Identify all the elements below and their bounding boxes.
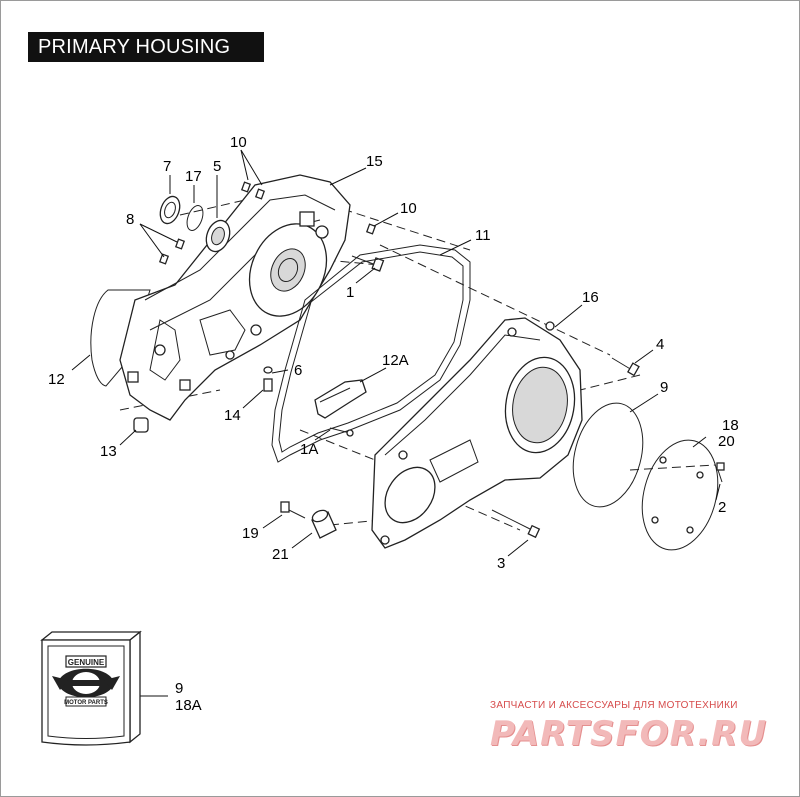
callout-8: 8: [126, 211, 134, 228]
bolt-19: [280, 501, 306, 519]
bearing-seal-stack: [159, 195, 231, 253]
callout-3: 3: [497, 555, 505, 572]
gasket-kit-callout: 9 18A: [175, 680, 202, 714]
callout-2: 2: [718, 499, 726, 516]
callout-1A: 1A: [300, 441, 318, 458]
watermark-brand: PARTSFOR.RU: [490, 714, 768, 754]
gasket-kit-callout-9: 9: [175, 680, 184, 697]
callout-17: 17: [185, 168, 202, 185]
screw-4: [611, 357, 640, 377]
spacer-21: [311, 509, 337, 539]
dowel-pins: [158, 181, 377, 265]
callout-10b: 10: [400, 200, 417, 217]
stud-14: [263, 366, 273, 392]
callout-1: 1: [346, 284, 354, 301]
gasket-11: [271, 244, 471, 463]
callout-11: 11: [475, 227, 491, 244]
watermark-subtitle: ЗАПЧАСТИ И АКСЕССУАРЫ ДЛЯ МОТОТЕХНИКИ: [490, 700, 738, 711]
retaining-ring-17: [186, 205, 204, 231]
derby-cover-18: [641, 439, 719, 551]
callout-20: 20: [718, 433, 735, 450]
callout-9: 9: [660, 379, 668, 396]
outer-primary-cover: [371, 317, 583, 549]
inner-primary-housing: [119, 174, 351, 421]
callout-15: 15: [366, 153, 383, 170]
callout-21: 21: [272, 546, 289, 563]
genuine-parts-logo: GENUINE MOTOR PARTS: [52, 655, 120, 707]
callout-labels: 10 15 7 17 5 8 10 11 1 16 4 12 6 12A 9 1…: [48, 134, 739, 572]
callout-10a: 10: [230, 134, 247, 151]
svg-text:MOTOR PARTS: MOTOR PARTS: [64, 700, 108, 706]
gasket-kit-callout-18A: 18A: [175, 697, 202, 714]
chain-tensioner-12A: [314, 379, 367, 437]
callout-5: 5: [213, 158, 221, 175]
plug-13: [133, 417, 149, 433]
callout-6: 6: [294, 362, 302, 379]
callout-16: 16: [582, 289, 599, 306]
callout-19: 19: [242, 525, 259, 542]
callout-12A: 12A: [382, 352, 409, 369]
leader-lines: [71, 149, 721, 697]
gasket-12: [90, 289, 151, 387]
svg-text:GENUINE: GENUINE: [68, 658, 105, 667]
callout-14: 14: [224, 407, 241, 424]
callout-18: 18: [722, 417, 739, 434]
callout-7: 7: [163, 158, 171, 175]
derby-gasket-9: [572, 402, 644, 508]
bolt-3: [491, 509, 541, 539]
gasket-kit-box: GENUINE MOTOR PARTS: [40, 630, 142, 746]
diagram-title: PRIMARY HOUSING: [28, 32, 264, 62]
callout-12: 12: [48, 371, 65, 388]
screw-2: [716, 462, 725, 483]
callout-13: 13: [100, 443, 117, 460]
seal-7: [159, 195, 181, 225]
callout-4: 4: [656, 336, 664, 353]
